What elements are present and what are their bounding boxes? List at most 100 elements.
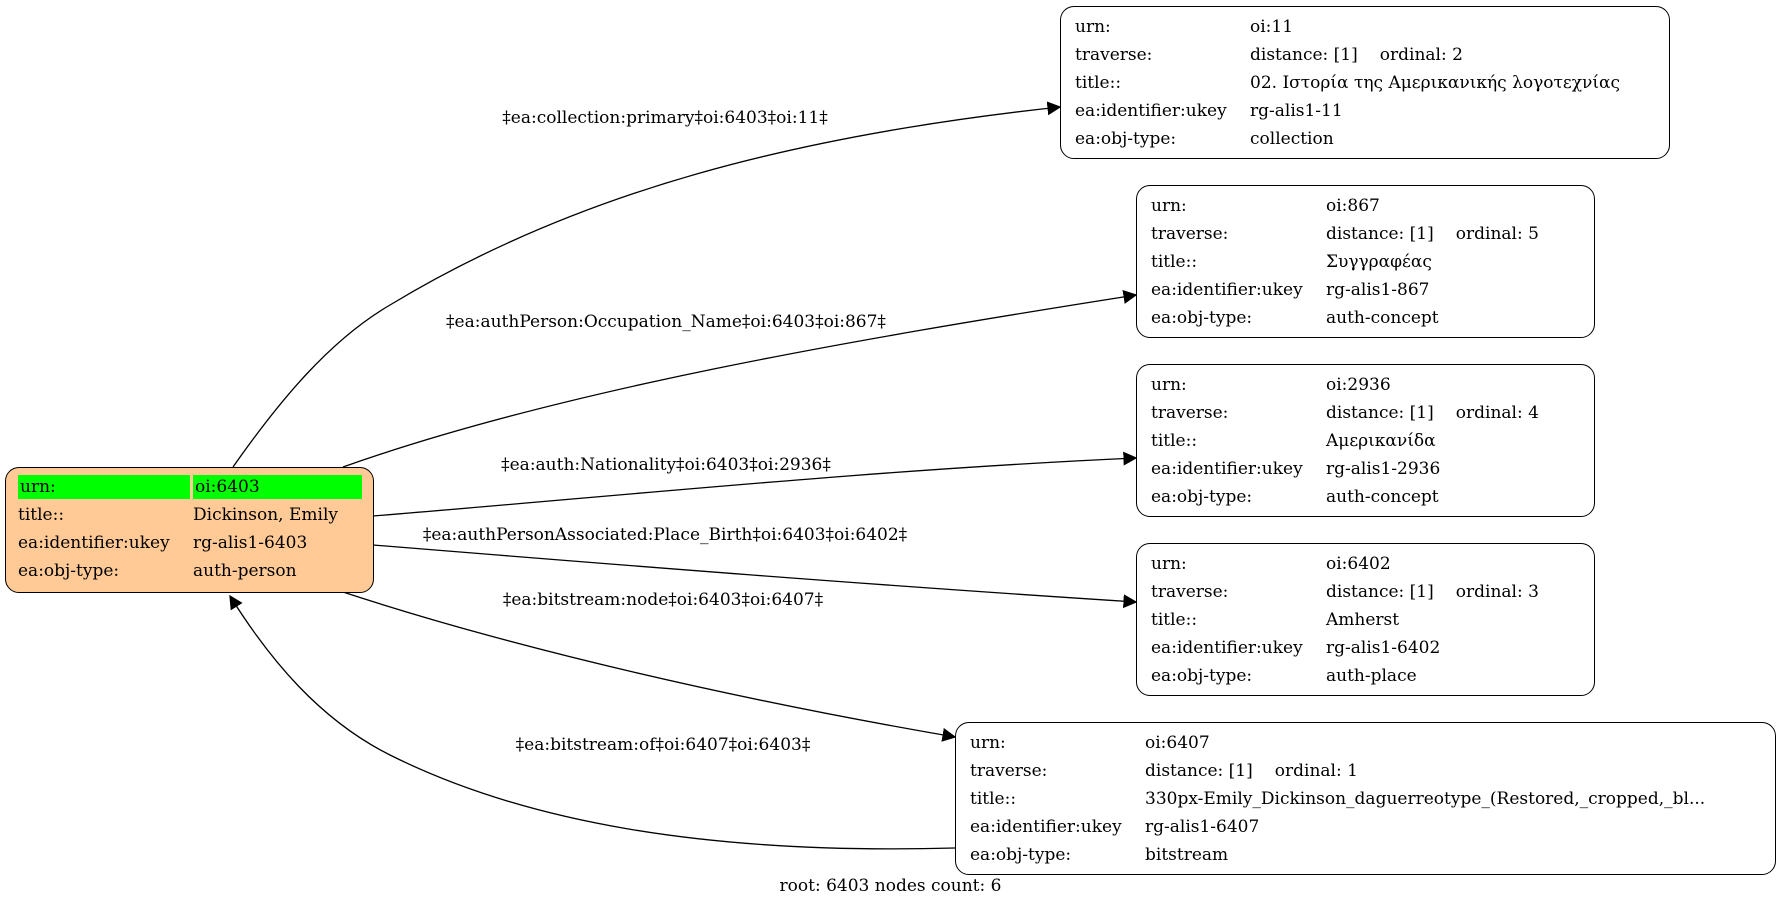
node-key: traverse:	[970, 761, 1048, 781]
node-oi-6407[interactable]: urn:oi:6407 traverse: distance: [1] ordina…	[955, 722, 1776, 875]
footer-caption: root: 6403 nodes count: 6	[779, 876, 1002, 896]
edge-label-bitstream-of: ‡ea:bitstream:of‡oi:6407‡oi:6403‡	[516, 735, 811, 755]
node-key: ea:identifier:ukey	[1075, 101, 1227, 121]
node-value: Συγγραφέας	[1326, 252, 1432, 272]
node-row-title: title::02. Ιστορία της Αμερικανικής λογο…	[1075, 69, 1655, 97]
node-row-traverse: traverse: distance: [1] ordinal: 1	[970, 757, 1761, 785]
node-value: 02. Ιστορία της Αμερικανικής λογοτεχνίας	[1250, 73, 1621, 93]
node-row-traverse: traverse: distance: [1] ordinal: 3	[1151, 578, 1580, 606]
edge-label-place-birth: ‡ea:authPersonAssociated:Place_Birth‡oi:…	[423, 525, 908, 545]
node-value: Amherst	[1326, 610, 1400, 630]
node-row-title: title::Αμερικανίδα	[1151, 427, 1580, 455]
node-key: ea:obj-type:	[1151, 666, 1253, 686]
edge-collection-primary	[232, 101, 1062, 468]
node-key: title::	[1151, 431, 1198, 451]
node-value: oi:6402	[1326, 554, 1391, 574]
root-key: urn:	[18, 475, 190, 499]
node-row-traverse: traverse: distance: [1] ordinal: 4	[1151, 399, 1580, 427]
node-row-urn: urn: oi:2936	[1151, 371, 1580, 399]
node-value: rg-alis1-2936	[1326, 459, 1441, 479]
node-row-ukey: ea:identifier:ukey rg-alis1-6402	[1151, 634, 1580, 662]
root-value: oi:6403	[193, 475, 362, 499]
node-value: Αμερικανίδα	[1326, 431, 1436, 451]
node-key: urn:	[1151, 196, 1187, 216]
node-value: ordinal: 3	[1455, 582, 1539, 602]
root-node[interactable]: urn: oi:6403 title:: Dickinson, Emily ea…	[5, 467, 374, 593]
node-key: ea:obj-type:	[1075, 129, 1177, 149]
node-value: 330px-Emily_Dickinson_daguerreotype_(Res…	[1145, 789, 1706, 809]
node-key: title::	[1151, 252, 1198, 272]
node-value: oi:11	[1250, 17, 1294, 37]
node-oi-867[interactable]: urn:oi:867 traverse:distance: [1]ordinal…	[1136, 185, 1595, 338]
node-row-urn: urn:oi:6407	[970, 729, 1761, 757]
node-oi-6402[interactable]: urn: oi:6402 traverse: distance: [1] ordina…	[1136, 543, 1595, 696]
edge-label-collection-primary: ‡ea:collection:primary‡oi:6403‡oi:11‡	[502, 108, 828, 128]
node-row-urn: urn: oi:6402	[1151, 550, 1580, 578]
node-value: oi:867	[1326, 196, 1380, 216]
node-row-ukey: ea:identifier:ukey rg-alis1-11	[1075, 97, 1655, 125]
edge-label-nationality: ‡ea:auth:Nationality‡oi:6403‡oi:2936‡	[501, 455, 831, 475]
root-key: title::	[18, 505, 65, 525]
node-key: title::	[1151, 610, 1198, 630]
edge-bitstream-node	[342, 591, 957, 742]
node-value: auth-concept	[1326, 487, 1439, 507]
node-key: ea:obj-type:	[1151, 487, 1253, 507]
node-key: traverse:	[1075, 45, 1153, 65]
node-key: urn:	[1075, 17, 1111, 37]
node-key: urn:	[970, 733, 1006, 753]
node-value: distance: [1]	[1326, 224, 1434, 244]
node-key: traverse:	[1151, 582, 1229, 602]
node-value: distance: [1]	[1326, 403, 1434, 423]
node-value: distance: [1]	[1145, 761, 1253, 781]
edge-place-birth	[372, 544, 1138, 609]
node-row-urn: urn: oi:867	[1151, 192, 1580, 220]
node-value: rg-alis1-11	[1250, 101, 1343, 121]
node-key: urn:	[1151, 554, 1187, 574]
node-row-title: title::Amherst	[1151, 606, 1580, 634]
node-oi-11[interactable]: urn: oi:11 traverse: distance: [1] ordinal:…	[1060, 6, 1670, 159]
node-value: rg-alis1-6402	[1326, 638, 1441, 658]
node-key: traverse:	[1151, 224, 1229, 244]
root-row-obj-type: ea:obj-type: auth-person	[18, 557, 361, 585]
node-row-obj-type: ea:obj-type:bitstream	[970, 841, 1761, 869]
node-value: ordinal: 4	[1455, 403, 1539, 423]
root-value: Dickinson, Emily	[193, 505, 338, 525]
node-value: ordinal: 2	[1379, 45, 1463, 65]
node-row-obj-type: ea:obj-type:auth-concept	[1151, 304, 1580, 332]
node-value: oi:2936	[1326, 375, 1391, 395]
node-key: title::	[970, 789, 1017, 809]
node-row-urn: urn: oi:11	[1075, 13, 1655, 41]
root-row-title: title:: Dickinson, Emily	[18, 501, 361, 529]
root-value: auth-person	[193, 561, 297, 581]
node-key: ea:identifier:ukey	[1151, 280, 1303, 300]
node-value: ordinal: 1	[1274, 761, 1358, 781]
root-key: ea:obj-type:	[18, 561, 120, 581]
node-key: ea:identifier:ukey	[1151, 638, 1303, 658]
node-row-obj-type: ea:obj-type: collection	[1075, 125, 1655, 153]
node-key: title::	[1075, 73, 1122, 93]
node-key: ea:obj-type:	[1151, 308, 1253, 328]
node-value: distance: [1]	[1250, 45, 1358, 65]
node-oi-2936[interactable]: urn: oi:2936 traverse: distance: [1] ordina…	[1136, 364, 1595, 517]
node-key: ea:obj-type:	[970, 845, 1072, 865]
node-key: urn:	[1151, 375, 1187, 395]
node-key: ea:identifier:ukey	[1151, 459, 1303, 479]
node-key: ea:identifier:ukey	[970, 817, 1122, 837]
node-row-title: title::330px-Emily_Dickinson_daguerreoty…	[970, 785, 1761, 813]
edge-label-occupation-name: ‡ea:authPerson:Occupation_Name‡oi:6403‡o…	[446, 312, 886, 332]
node-row-traverse: traverse:distance: [1]ordinal: 5	[1151, 220, 1580, 248]
node-value: distance: [1]	[1326, 582, 1434, 602]
edge-nationality	[372, 451, 1138, 517]
node-key: traverse:	[1151, 403, 1229, 423]
root-value: rg-alis1-6403	[193, 533, 308, 553]
node-value: auth-place	[1326, 666, 1417, 686]
node-row-traverse: traverse: distance: [1] ordinal: 2	[1075, 41, 1655, 69]
edge-occupation-name	[342, 290, 1138, 468]
root-row-ukey: ea:identifier:ukey rg-alis1-6403	[18, 529, 361, 557]
node-value: collection	[1250, 129, 1334, 149]
root-key: ea:identifier:ukey	[18, 533, 170, 553]
edge-bitstream-of	[229, 594, 956, 850]
